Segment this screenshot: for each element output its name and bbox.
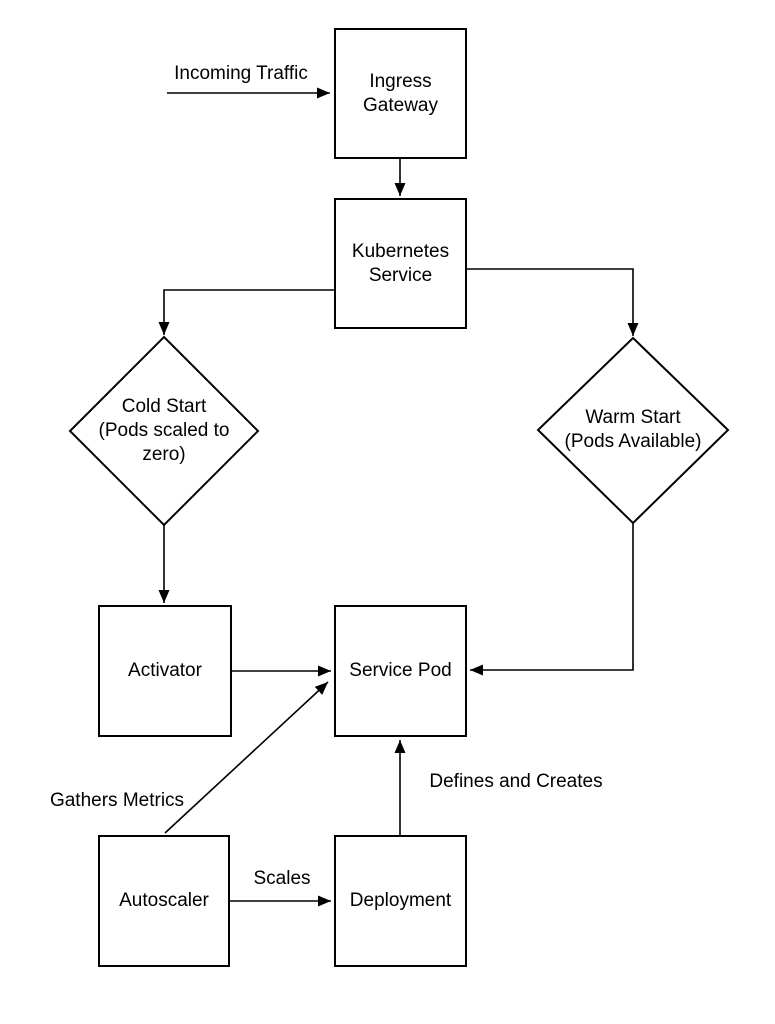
edge-autoscaler-to-service-pod (164, 681, 329, 834)
gathers-metrics-label: Gathers Metrics (49, 790, 185, 811)
node-ingress-gateway: Ingress Gateway (334, 28, 467, 159)
node-deployment: Deployment (334, 835, 467, 967)
node-autoscaler: Autoscaler (98, 835, 230, 967)
node-autoscaler-label: Autoscaler (119, 890, 209, 911)
node-ingress-gateway-label: Ingress Gateway (363, 70, 438, 116)
incoming-traffic-label: Incoming Traffic (174, 63, 308, 84)
edge-warm-start-to-service-pod (470, 523, 634, 676)
node-service-pod-label: Service Pod (349, 660, 452, 681)
node-activator: Activator (98, 605, 232, 737)
node-service-pod: Service Pod (334, 605, 467, 737)
node-activator-label: Activator (128, 660, 202, 681)
scales-label: Scales (253, 868, 311, 889)
node-deployment-label: Deployment (349, 890, 452, 911)
edge-kubernetes-service-to-cold-start (158, 289, 334, 335)
defines-and-creates-label: Defines and Creates (429, 771, 603, 792)
warm-start-diamond (536, 336, 730, 525)
cold-start-diamond (68, 335, 260, 527)
node-kubernetes-service-label: Kubernetes Service (351, 240, 450, 286)
node-kubernetes-service: Kubernetes Service (334, 198, 467, 329)
edge-kubernetes-service-to-warm-start (467, 268, 639, 336)
